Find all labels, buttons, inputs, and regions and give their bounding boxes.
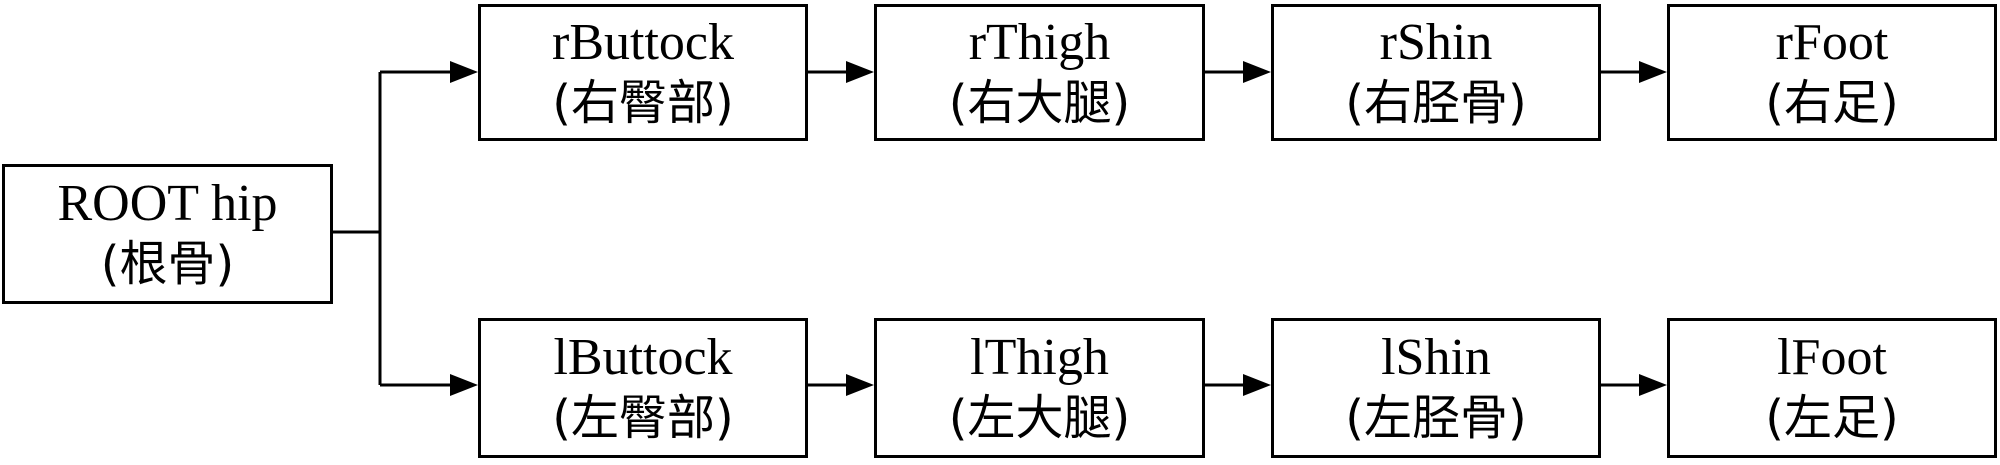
- node-rthigh: rThigh (右大腿): [874, 4, 1205, 141]
- arrowhead-to-rshin: [1243, 61, 1271, 83]
- node-root-hip-label: ROOT hip: [57, 175, 278, 232]
- arrowhead-to-rthigh: [846, 61, 874, 83]
- node-rshin-label: rShin: [1379, 13, 1493, 71]
- node-lfoot-note: (左足): [1765, 390, 1899, 446]
- arrowhead-to-rbuttock: [450, 61, 478, 83]
- node-rfoot: rFoot (右足): [1667, 4, 1997, 141]
- node-rbuttock: rButtock (右臀部): [478, 4, 808, 141]
- arrowhead-to-lfoot: [1639, 374, 1667, 396]
- arrowhead-to-rfoot: [1639, 61, 1667, 83]
- node-rfoot-note: (右足): [1765, 74, 1899, 131]
- node-lshin-note: (左胫骨): [1345, 390, 1527, 446]
- node-rbuttock-note: (右臀部): [552, 74, 734, 131]
- node-rthigh-note: (右大腿): [948, 74, 1131, 131]
- node-rbuttock-label: rButtock: [552, 13, 734, 71]
- node-lthigh: lThigh (左大腿): [874, 318, 1205, 458]
- node-lthigh-label: lThigh: [970, 329, 1109, 386]
- arrowhead-to-lthigh: [846, 374, 874, 396]
- node-rshin: rShin (右胫骨): [1271, 4, 1601, 141]
- node-lshin-label: lShin: [1381, 329, 1491, 386]
- node-rfoot-label: rFoot: [1775, 13, 1889, 71]
- node-lfoot-label: lFoot: [1777, 329, 1887, 386]
- node-lthigh-note: (左大腿): [948, 390, 1131, 446]
- node-lshin: lShin (左胫骨): [1271, 318, 1601, 458]
- node-lbuttock-label: lButtock: [553, 329, 733, 386]
- node-rshin-note: (右胫骨): [1345, 74, 1527, 131]
- node-lbuttock: lButtock (左臀部): [478, 318, 808, 458]
- arrowhead-to-lshin: [1243, 374, 1271, 396]
- arrowhead-to-lbuttock: [450, 374, 478, 396]
- node-rthigh-label: rThigh: [968, 13, 1111, 71]
- node-lbuttock-note: (左臀部): [552, 390, 734, 446]
- node-root-hip: ROOT hip (根骨): [2, 164, 333, 304]
- node-lfoot: lFoot (左足): [1667, 318, 1997, 458]
- node-root-hip-note: (根骨): [100, 236, 235, 292]
